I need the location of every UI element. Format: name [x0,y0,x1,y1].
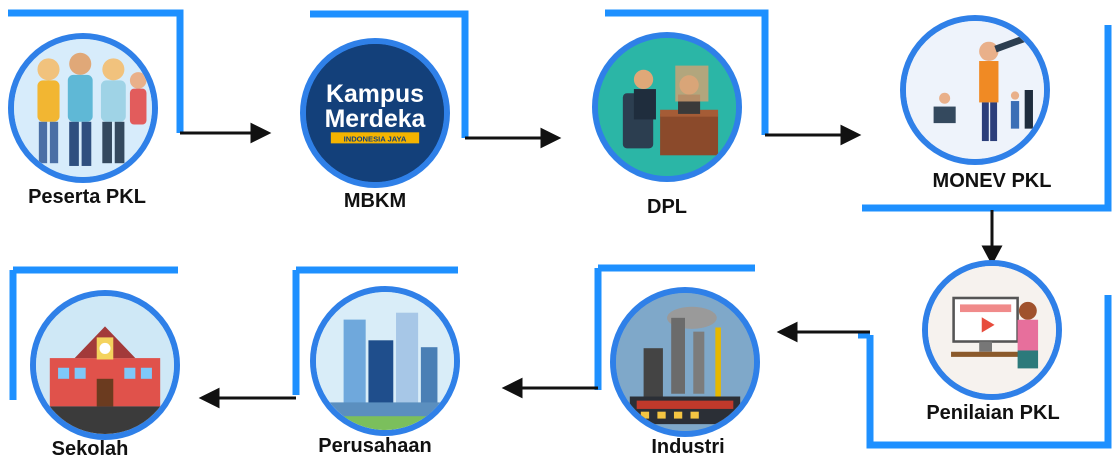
logo-line-2: Merdeka [325,106,426,133]
frame-mbkm [310,10,469,138]
meeting-icon [592,32,742,182]
factory-icon [610,287,760,437]
frame-dpl [605,9,769,135]
office-buildings-icon [310,286,460,436]
telescope-icon [900,15,1050,165]
arrow-head-7 [198,387,220,409]
node-label-penilaian: Penilaian PKL [926,402,1060,424]
students-icon [8,33,158,183]
arrow-head-6 [501,377,523,399]
node-label-perusahaan: Perusahaan [318,435,432,457]
frame-peserta [8,9,184,133]
arrow-head-4 [981,245,1003,266]
node-label-dpl: DPL [647,196,687,218]
node-label-mbkm: MBKM [343,190,407,212]
arrow-head-1 [250,122,272,144]
logo-line-1: Kampus [326,81,424,108]
node-label-peserta: Peserta PKL [28,186,146,208]
frame-monev [862,25,1112,212]
node-label-sekolah: Sekolah [51,438,129,460]
node-label-monev: MONEV PKL [932,170,1052,192]
node-label-industri: Industri [651,436,725,458]
kampus-merdeka-logo: Kampus Merdeka INDONESIA JAYA [300,38,450,188]
arrow-head-2 [540,127,562,149]
logo-line-3: INDONESIA JAYA [344,134,407,143]
arrow-head-5 [776,321,798,343]
frame-penilaian [866,295,1112,449]
arrow-head-3 [840,124,862,146]
school-icon [30,290,180,440]
computer-work-icon [922,260,1062,400]
